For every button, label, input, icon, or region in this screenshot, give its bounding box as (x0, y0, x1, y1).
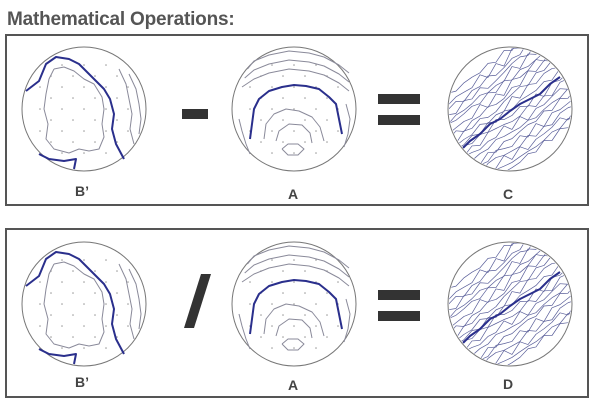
label-c: C (503, 186, 514, 202)
contour-lines (449, 243, 571, 365)
label-b-prime: B’ (75, 374, 89, 390)
disc-d (447, 241, 573, 367)
disc-a (231, 46, 357, 172)
page-title: Mathematical Operations: (7, 9, 235, 30)
contour-lines (25, 251, 142, 365)
contour-lines (449, 48, 571, 170)
label-b-prime: B’ (75, 183, 89, 199)
minus-operator (182, 109, 208, 119)
disc-c (447, 46, 573, 172)
disc-b-prime (21, 241, 147, 367)
label-d: D (503, 376, 514, 392)
operation-row-divide: B’ A D (5, 228, 589, 398)
operation-row-subtract: B’ A C (5, 34, 589, 206)
contour-lines (25, 56, 142, 170)
equals-operator (378, 94, 420, 125)
label-a: A (288, 377, 299, 393)
equals-operator (378, 290, 420, 321)
contour-lines (238, 50, 351, 156)
divide-diagram (21, 241, 573, 367)
disc-a (231, 241, 357, 367)
divide-operator (184, 274, 211, 328)
subtract-diagram (21, 46, 573, 172)
label-a: A (288, 186, 299, 202)
disc-b-prime (21, 46, 147, 172)
contour-lines (238, 245, 351, 351)
